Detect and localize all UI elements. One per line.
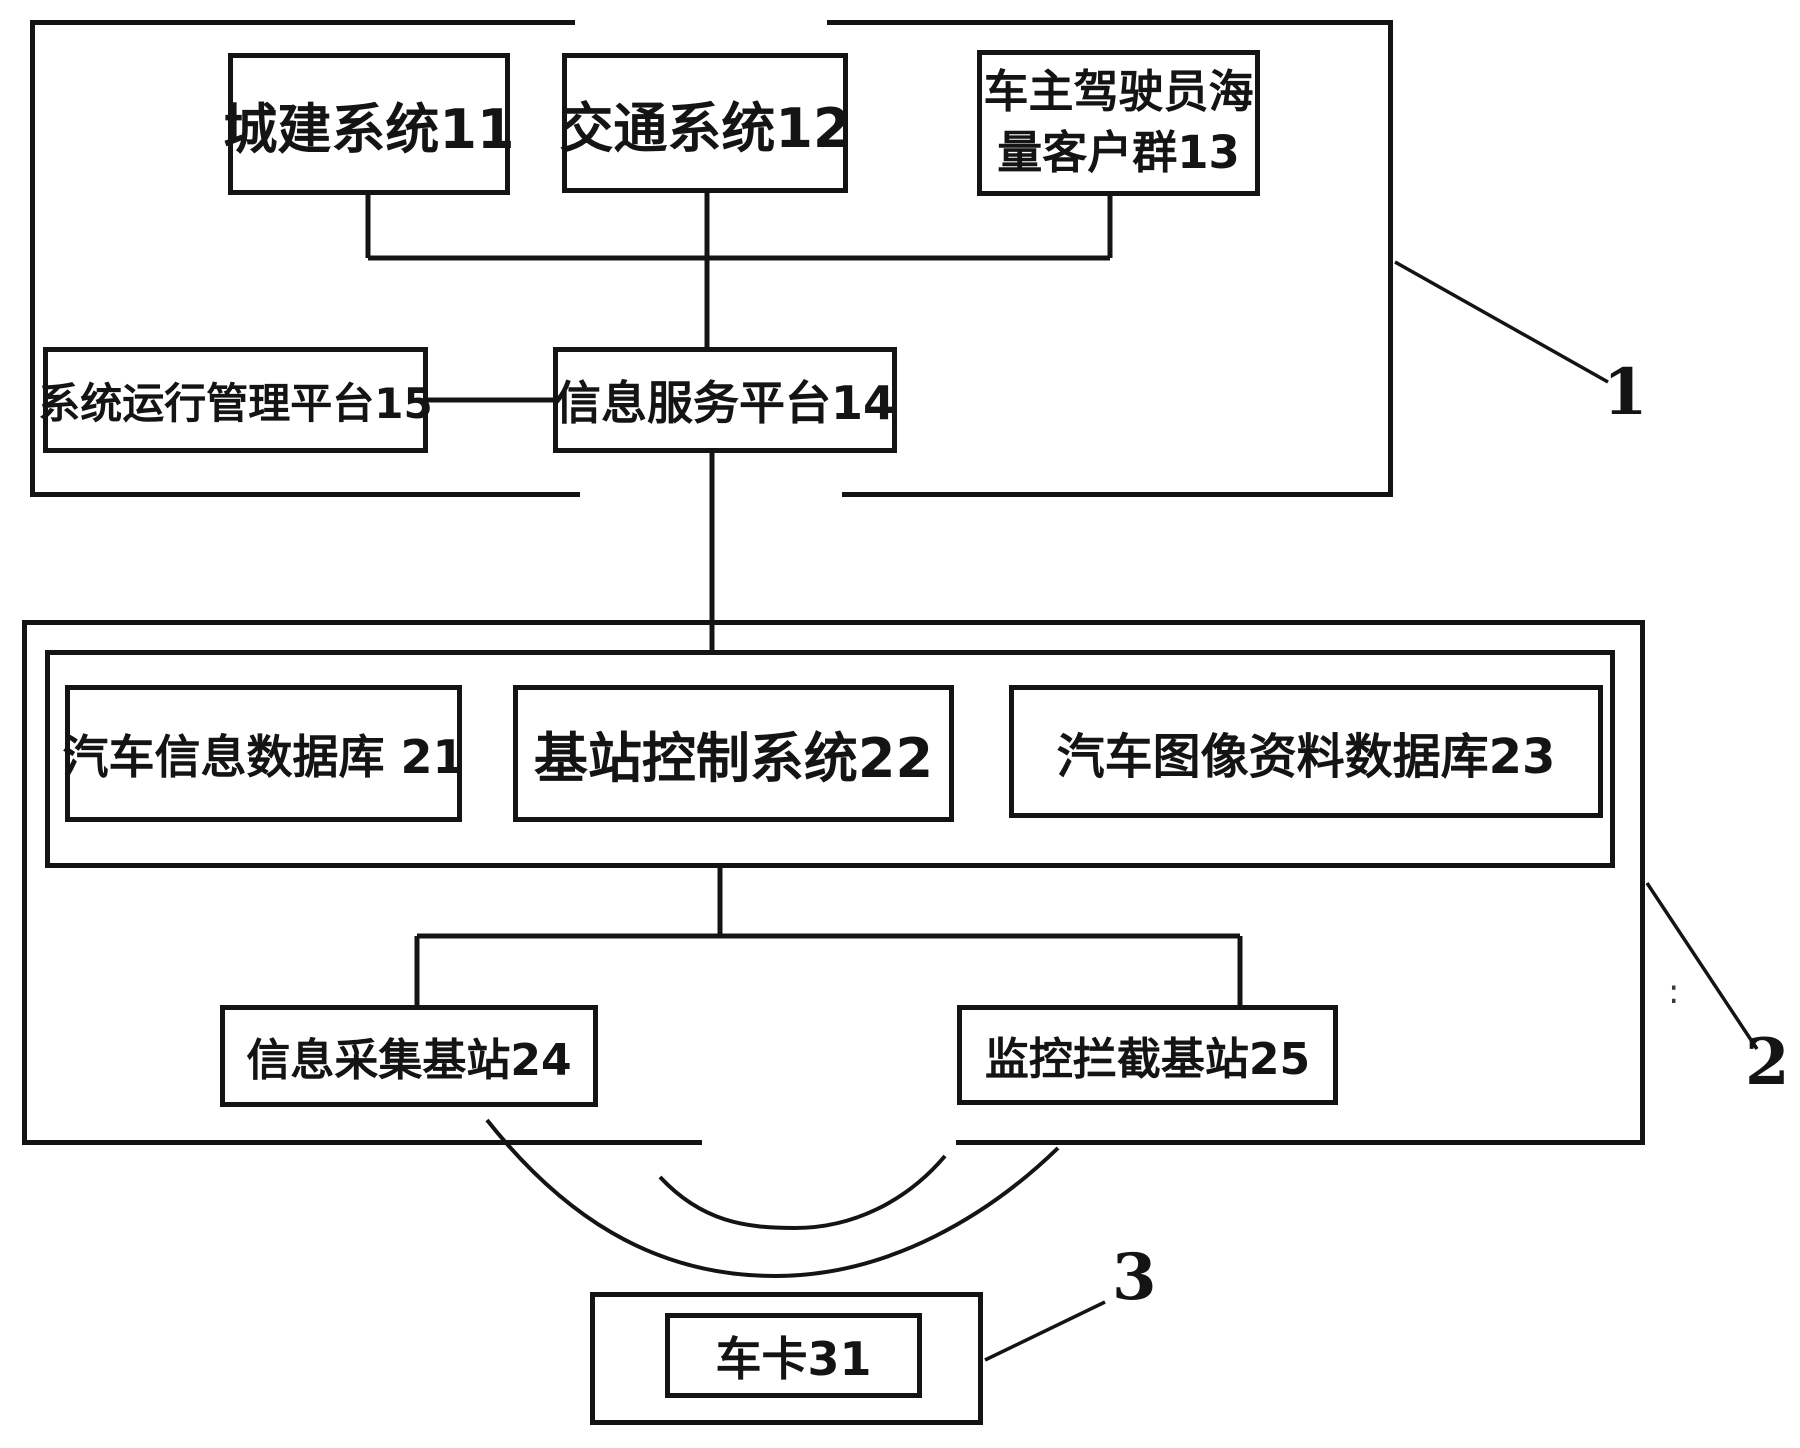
node-info-collection-base-station-24: 信息采集基站24 (220, 1005, 598, 1107)
wireless-arc-inner (658, 1154, 947, 1231)
node-monitor-intercept-base-station-25: 监控拦截基站25 (957, 1005, 1338, 1105)
ref-numeral-2: 2 (1745, 1025, 1790, 1100)
node-owner-driver-customers-13: 车主驾驶员海 量客户群13 (977, 50, 1260, 196)
leader-line-ref-2 (1645, 882, 1759, 1050)
group-3-car-card-frame (590, 1292, 983, 1425)
node-label-line: 量客户群13 (997, 126, 1240, 179)
leader-line-ref-3 (984, 1300, 1106, 1362)
node-vehicle-image-database-23: 汽车图像资料数据库23 (1009, 685, 1603, 818)
node-city-construction-system-11: 城建系统11 (223, 53, 515, 195)
node-traffic-system-12: 交通系统12 (559, 53, 851, 193)
node-vehicle-info-database-21: 汽车信息数据库 21 (62, 685, 465, 822)
border-gap (580, 488, 842, 504)
leader-line-ref-1 (1394, 260, 1609, 384)
border-gap (575, 14, 827, 30)
border-gap (702, 1136, 956, 1152)
node-label-line: 车主驾驶员海 (983, 65, 1254, 119)
scan-artifact-mark: : (1668, 972, 1680, 1012)
node-information-service-platform-14: 信息服务平台14 (553, 347, 897, 453)
node-base-station-control-system-22: 基站控制系统22 (513, 685, 954, 822)
group-2-inner-wrapper-frame (45, 650, 1615, 868)
node-operation-management-platform-15: 系统运行管理平台15 (38, 347, 433, 453)
node-car-card-31: 车卡31 (665, 1313, 922, 1398)
ref-numeral-1: 1 (1603, 355, 1648, 430)
ref-numeral-3: 3 (1112, 1240, 1157, 1315)
